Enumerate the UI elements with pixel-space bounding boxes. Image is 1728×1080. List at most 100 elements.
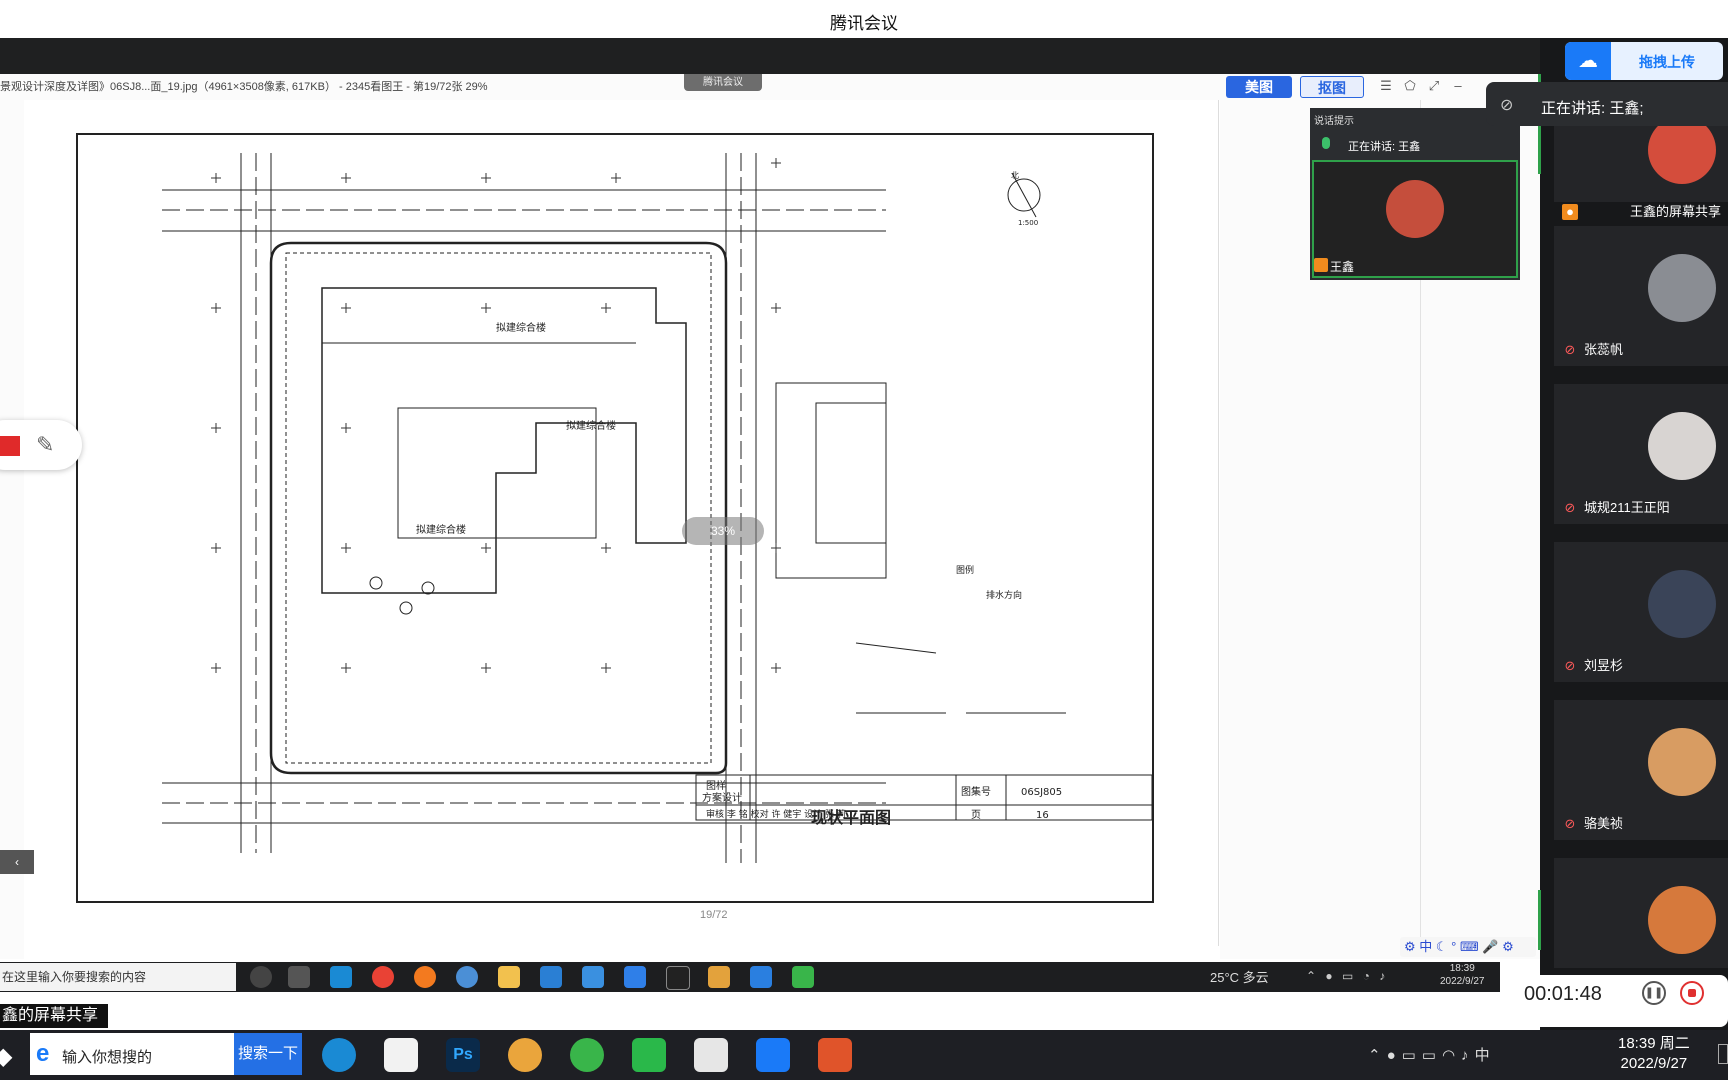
participant-tile[interactable]	[1554, 858, 1728, 968]
host-icon: ●	[1562, 204, 1578, 220]
participant-name: 骆美祯	[1584, 816, 1624, 831]
pencil-icon[interactable]: ✎	[36, 432, 55, 457]
site-boundary	[269, 241, 728, 775]
collapse-left-button[interactable]: ‹	[0, 850, 34, 874]
stop-icon[interactable]	[1680, 981, 1704, 1005]
mic-muted-icon: ⊘	[1564, 500, 1576, 515]
pause-icon[interactable]: ❚❚	[1642, 981, 1666, 1005]
north-label: 北	[1011, 171, 1019, 180]
show-desktop-button[interactable]	[1718, 1044, 1728, 1064]
ime-toolbar[interactable]: ⚙ 中 ☾ ° ⌨ 🎤 ⚙	[1400, 937, 1536, 957]
scale-label: 1:500	[1018, 219, 1038, 227]
firefox-icon[interactable]	[414, 966, 436, 988]
site-plan-drawing: 拟建综合楼 拟建综合楼 拟建综合楼 现状平面图 图集号 06SJ805 页 16…	[76, 133, 1154, 903]
chrome-icon[interactable]	[372, 966, 394, 988]
avatar	[1648, 886, 1716, 954]
speaker-name: 王鑫	[1330, 260, 1355, 274]
east-building	[775, 382, 887, 579]
drawing-border	[76, 133, 1154, 903]
clock[interactable]: 18:39 周二 2022/9/27	[1618, 1034, 1690, 1074]
legend-title: 图例	[956, 564, 974, 576]
participant-tile[interactable]: ⊘ 张蕊帆	[1554, 226, 1728, 366]
remote-date: 2022/9/27	[1440, 976, 1485, 987]
meeting-chip[interactable]: 腾讯会议	[684, 74, 762, 91]
skin-icon[interactable]: ⬠	[1404, 78, 1416, 93]
remote-clock: 18:39 2022/9/27	[1440, 962, 1485, 988]
window-title: 腾讯会议	[830, 14, 898, 33]
avatar	[1648, 570, 1716, 638]
avatar	[1648, 254, 1716, 322]
building-outline	[321, 287, 687, 594]
avatar	[1648, 728, 1716, 796]
legend-drain: 排水方向	[986, 589, 1022, 601]
app-icon[interactable]	[508, 1038, 542, 1072]
weather-widget[interactable]: 25°C 多云	[1210, 970, 1269, 985]
avatar	[1648, 116, 1716, 184]
menu-icon[interactable]: ☰	[1380, 78, 1392, 93]
mic-muted-icon: ⊘	[1500, 97, 1514, 114]
speaker-popup-speaking: 正在讲话: 王鑫	[1348, 141, 1421, 153]
cloud-icon: ☁	[1565, 42, 1611, 80]
zoom-overlay: 33%	[682, 517, 764, 545]
screen-share-label: 鑫的屏幕共享	[0, 1004, 108, 1028]
app-icon[interactable]	[384, 1038, 418, 1072]
play-icon[interactable]	[632, 1038, 666, 1072]
cortana-icon[interactable]	[250, 966, 272, 988]
browser-logo-icon: e	[36, 1040, 50, 1067]
time: 18:39 周二	[1618, 1035, 1690, 1052]
active-frame	[1538, 890, 1541, 950]
meitu-button[interactable]: 美图	[1226, 76, 1292, 98]
app-icon[interactable]	[818, 1038, 852, 1072]
app-icon[interactable]	[708, 966, 730, 988]
remote-search-box[interactable]: 在这里输入你要搜索的内容	[0, 963, 236, 991]
color-swatch-red[interactable]	[0, 436, 20, 456]
koutu-button[interactable]: 抠图	[1300, 76, 1364, 98]
tencent-meeting-icon[interactable]	[756, 1038, 790, 1072]
participant-name: 刘昱杉	[1584, 658, 1624, 673]
mic-muted-icon: ⊘	[1564, 658, 1576, 673]
browser-icon[interactable]	[570, 1038, 604, 1072]
speaking-indicator	[1486, 82, 1728, 126]
participant-tile[interactable]: ⊘ 刘昱杉	[1554, 542, 1728, 682]
fullscreen-icon[interactable]: ⤢	[1428, 78, 1440, 93]
edge-icon[interactable]	[330, 966, 352, 988]
participant-tile[interactable]: ⊘ 骆美祯	[1554, 700, 1728, 840]
atlas-no: 06SJ805	[1021, 787, 1062, 798]
viewer-file-info: 景观设计深度及详图》06SJ8...面_19.jpg（4961×3508像素, …	[0, 81, 488, 93]
building-label: 拟建综合楼	[416, 523, 466, 536]
image-viewer-icon[interactable]	[792, 966, 814, 988]
speaking-text: 正在讲话: 王鑫;	[1541, 100, 1644, 117]
mic-muted-icon: ⊘	[1564, 342, 1576, 357]
timer-text: 00:01:48	[1524, 983, 1602, 1005]
mail-icon[interactable]	[582, 966, 604, 988]
minimize-icon[interactable]: –	[1454, 78, 1462, 93]
page-indicator: 19/72	[700, 909, 728, 921]
mic-muted-icon: ⊘	[1564, 816, 1576, 831]
app-icon[interactable]	[694, 1038, 728, 1072]
participant-tile[interactable]: ⊘ 城规211王正阳	[1554, 384, 1728, 524]
photoshop-icon[interactable]: Ps	[446, 1038, 480, 1072]
tencent-meeting-icon[interactable]	[750, 966, 772, 988]
building-outline	[397, 407, 597, 539]
search-box[interactable]	[30, 1033, 234, 1075]
viewer-toolbar-band	[0, 38, 1540, 74]
file-explorer-icon[interactable]	[498, 966, 520, 988]
task-view-icon[interactable]	[288, 966, 310, 988]
start-icon[interactable]: ◆	[0, 1043, 13, 1070]
app-icon[interactable]	[624, 966, 646, 988]
search-button[interactable]: 搜索一下	[234, 1033, 302, 1075]
edge-icon[interactable]	[322, 1038, 356, 1072]
title-block-left: 方案设计	[702, 791, 742, 804]
store-icon[interactable]	[540, 966, 562, 988]
building-label: 拟建综合楼	[496, 321, 546, 334]
avatar	[1386, 180, 1444, 238]
app-icon[interactable]	[666, 966, 690, 990]
north-arrow	[1007, 178, 1041, 212]
browser-icon[interactable]	[456, 966, 478, 988]
page-no: 16	[1036, 810, 1049, 821]
participant-name: 城规211王正阳	[1584, 500, 1670, 515]
search-input[interactable]: 输入你想搜的	[62, 1049, 153, 1066]
inner-boundary	[285, 252, 712, 764]
avatar	[1648, 412, 1716, 480]
ime-indicator[interactable]: 中	[1474, 1047, 1496, 1064]
